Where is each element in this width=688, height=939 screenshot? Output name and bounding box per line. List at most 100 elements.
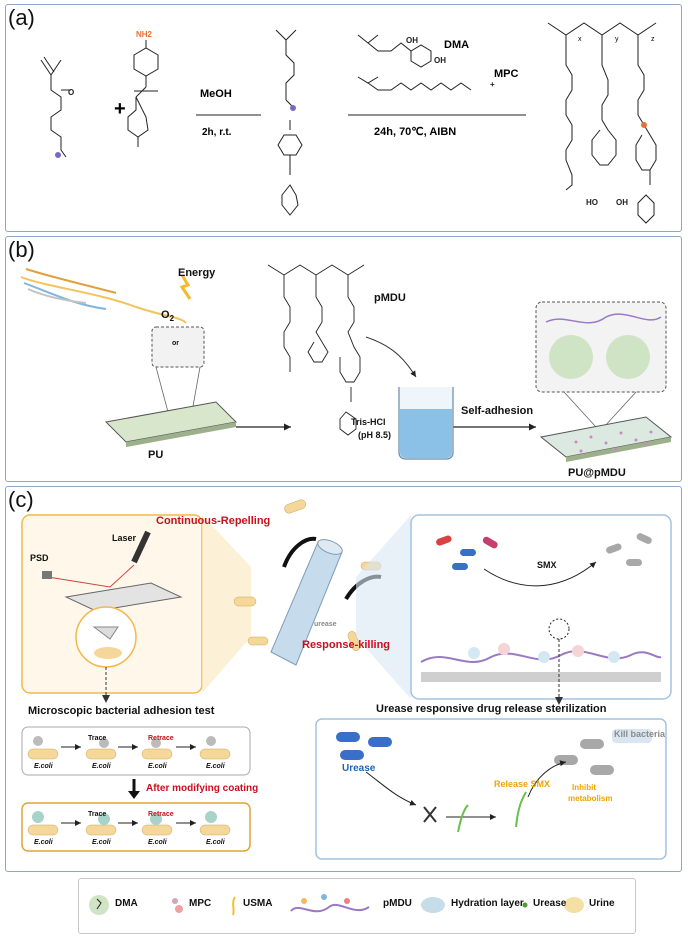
panel-c-label: (c)	[8, 487, 34, 512]
urea-mark	[290, 105, 296, 111]
kill-bacteria-label: Kill bacteria	[614, 729, 666, 739]
ecoli-7: E.coli	[148, 839, 167, 846]
plus-sign: +	[114, 98, 126, 120]
adhesion-box-coated	[21, 802, 251, 852]
panel-c: (c)	[5, 486, 682, 872]
retrace-label: Retrace	[148, 735, 174, 742]
coated-catheter-icon	[270, 539, 343, 666]
urease-bacteria	[336, 729, 652, 775]
pmdu-label: pMDU	[374, 292, 406, 304]
svg-text:OH: OH	[406, 36, 418, 45]
energy-icon	[179, 274, 192, 300]
o-atom: O	[68, 88, 74, 97]
o2-text: O	[161, 309, 170, 321]
ecoli-5: E.coli	[34, 839, 53, 846]
down-arrow-icon	[128, 791, 140, 799]
panel-c-scheme	[21, 499, 672, 860]
pu-label: PU	[148, 449, 164, 461]
o2-subscript: 2	[169, 314, 175, 324]
surface-zoom-box	[151, 326, 205, 368]
continuous-repelling-label: Continuous-Repelling	[156, 515, 271, 527]
dma-icon	[89, 895, 109, 915]
mpc-icon	[172, 898, 178, 904]
urea-mark-2	[641, 122, 647, 128]
legend-icons	[89, 894, 584, 916]
urease-tube-label: urease	[314, 621, 337, 628]
pmdu-structure	[267, 264, 365, 436]
urease-dot-icon	[522, 902, 528, 908]
legend-urine: Urine	[589, 898, 615, 909]
svg-text:OH: OH	[616, 198, 628, 207]
panel-b: (b)	[5, 236, 682, 482]
legend-urease: Urease	[533, 898, 567, 909]
inhibit-label: Inhibit	[572, 783, 596, 792]
panel-b-label: (b)	[8, 237, 35, 262]
afm-stage	[64, 582, 183, 612]
bacteria-group	[436, 533, 652, 570]
legend-pmdu: pMDU	[383, 898, 412, 909]
pmdu-icon	[290, 904, 370, 913]
dma-label: DMA	[444, 39, 469, 51]
usma-icon	[232, 896, 236, 916]
catheter-icon	[20, 268, 187, 324]
z-index: z	[651, 36, 655, 43]
pu-pmdu-label: PU@pMDU	[568, 467, 626, 479]
ecoli-6: E.coli	[92, 839, 111, 846]
smx-label: SMX	[537, 560, 557, 570]
panel-a-scheme: O OH OH + HO OH NH2 + MeOH 2h, r.t. DMA …	[40, 22, 657, 224]
panel-a-label: (a)	[8, 5, 35, 30]
legend-dma: DMA	[115, 898, 138, 909]
panel-a: (a) O OH OH +	[5, 4, 682, 232]
hydration-icon	[421, 897, 445, 913]
scissors-icon	[423, 806, 437, 823]
surface-substrate	[421, 672, 661, 682]
ph-label: (pH 8.5)	[358, 430, 392, 440]
urease-box	[315, 718, 667, 860]
o2-label: O2	[161, 309, 174, 323]
urease-title: Urease responsive drug release steriliza…	[376, 703, 607, 715]
mpc-label: MPC	[494, 68, 519, 80]
release-smx-label: Release SMX	[494, 779, 551, 789]
x-index: x	[578, 36, 582, 43]
ecoli-3: E.coli	[148, 763, 167, 770]
trace-label-2: Trace	[88, 811, 107, 818]
legend-hydration: Hydration layer	[451, 898, 524, 909]
surface-box	[410, 514, 672, 700]
laser-icon	[131, 530, 151, 564]
urine-icon	[564, 897, 584, 913]
ecoli-2: E.coli	[92, 763, 111, 770]
urease-label: Urease	[342, 763, 376, 774]
ecoli-8: E.coli	[206, 839, 225, 846]
adhesion-box-uncoated	[21, 726, 251, 776]
azide-mark	[55, 152, 61, 158]
trace-label: Trace	[88, 735, 107, 742]
metabolism-label: metabolism	[568, 794, 613, 803]
ecoli-1: E.coli	[34, 763, 53, 770]
svg-text:OH: OH	[434, 56, 446, 65]
svg-text:HO: HO	[586, 198, 598, 207]
legend-mpc: MPC	[189, 898, 212, 909]
beaker-icon	[398, 387, 454, 460]
hydration-circle	[606, 335, 650, 379]
panel-b-scheme	[20, 264, 673, 462]
meoh-label: MeOH	[200, 88, 232, 100]
y-index: y	[615, 36, 619, 43]
cond1-label: 2h, r.t.	[202, 127, 232, 138]
svg-text:+: +	[490, 80, 495, 89]
micro-title: Microscopic bacterial adhesion test	[28, 705, 215, 717]
psd-label: PSD	[30, 553, 49, 563]
legend-usma: USMA	[243, 898, 273, 909]
retrace-label-2: Retrace	[148, 811, 174, 818]
energy-label: Energy	[178, 267, 216, 279]
ecoli-4: E.coli	[206, 763, 225, 770]
cond2-label: 24h, 70℃, AIBN	[374, 126, 456, 138]
laser-label: Laser	[112, 533, 137, 543]
legend: DMA MPC USMA pMDU Hydration layer Urease…	[78, 878, 636, 934]
response-killing-label: Response-killing	[302, 639, 391, 651]
self-adhesion-label: Self-adhesion	[461, 405, 534, 417]
tris-label: Tris-HCl	[351, 417, 386, 427]
hydration-circle	[549, 335, 593, 379]
nh2-label: NH2	[136, 30, 153, 39]
or-label: or	[172, 340, 179, 347]
after-modifying-label: After modifying coating	[146, 783, 259, 794]
